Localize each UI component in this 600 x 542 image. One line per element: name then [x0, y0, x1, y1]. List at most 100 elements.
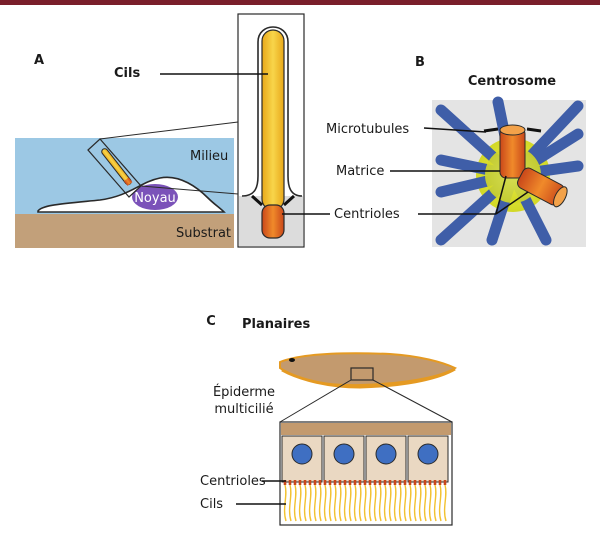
basal-body-mark — [323, 480, 327, 485]
basal-body-mark — [308, 480, 312, 485]
microtubules-pointer — [423, 127, 487, 133]
appendage-left — [483, 127, 499, 133]
basal-body-mark — [428, 480, 432, 485]
cilium-strand — [298, 484, 302, 522]
centriole-vertical-end — [499, 124, 526, 136]
basal-body-mark — [313, 480, 317, 485]
cell-nucleus — [417, 443, 439, 465]
planarian-eyespot — [289, 358, 295, 362]
cell-nucleus — [375, 443, 397, 465]
basal-body-mark — [343, 480, 347, 485]
microtubules-label: Microtubules — [326, 122, 409, 137]
basal-body-mark — [358, 480, 362, 485]
basal-body-mark — [438, 480, 442, 485]
basal-body-mark — [433, 480, 437, 485]
zoom-line-bottom — [140, 185, 239, 195]
cilium-strand — [328, 484, 332, 522]
epithelial-cells — [281, 435, 449, 483]
multicilia — [283, 484, 447, 522]
centrioles-label-c: Centrioles — [200, 474, 266, 489]
basal-body-mark — [298, 480, 302, 485]
cilium-strand — [283, 484, 287, 522]
transition-fiber-left — [250, 194, 264, 207]
tissue-layer — [281, 423, 451, 435]
matrix-label: Matrice — [336, 164, 384, 179]
cilium-strand — [418, 484, 422, 522]
cilium-strand — [438, 484, 442, 522]
basal-body-mark — [378, 480, 382, 485]
cilium-strand — [303, 484, 307, 522]
basal-body-mark — [338, 480, 342, 485]
cilium-strand — [373, 484, 377, 522]
basal-body-mark — [283, 480, 287, 485]
basal-body-mark — [368, 480, 372, 485]
cilium-strand — [348, 484, 352, 522]
planarian-zoom-box — [350, 367, 374, 381]
cell-nucleus — [291, 443, 313, 465]
zoom-line-right — [372, 379, 453, 423]
cilium-strand — [368, 484, 372, 522]
basal-body-mark — [373, 480, 377, 485]
basal-body-mark — [318, 480, 322, 485]
axoneme — [261, 29, 285, 211]
basal-body-mark — [363, 480, 367, 485]
panel-c-badge — [200, 309, 222, 331]
panel-a: A Noyau Milieu Substrat Cils — [15, 13, 400, 248]
basal-body-mark — [418, 480, 422, 485]
nucleus-label: Noyau — [134, 191, 176, 206]
cell-nucleus — [333, 443, 355, 465]
cilium-strand — [323, 484, 327, 522]
basal-body-mark — [293, 480, 297, 485]
cilium-strand — [313, 484, 317, 522]
basal-body-mark — [443, 480, 447, 485]
cilium-strand — [333, 484, 337, 522]
cilium-strand — [343, 484, 347, 522]
cilium-strand — [408, 484, 412, 522]
panel-b: B Centrosome Microtubules — [326, 50, 586, 247]
epidermis-label-line1: Épiderme — [213, 384, 275, 400]
basal-body-mark — [383, 480, 387, 485]
cilium-strand — [378, 484, 382, 522]
nucleus — [132, 184, 178, 210]
panel-b-letter: B — [415, 55, 425, 70]
zoom-line-left — [279, 379, 352, 423]
planarian-ventral-edge — [281, 367, 456, 389]
cilium-strand — [443, 484, 447, 522]
basal-body-mark — [353, 480, 357, 485]
cilium-strand — [363, 484, 367, 522]
basal-body-mark — [333, 480, 337, 485]
basal-body-mark — [393, 480, 397, 485]
basal-body-mark — [348, 480, 352, 485]
top-bar — [0, 0, 600, 5]
panel-b-badge — [409, 50, 431, 72]
cilium-strand — [393, 484, 397, 522]
centrioles-pointer-b-1 — [495, 175, 507, 215]
panel-a-letter: A — [34, 53, 44, 68]
basal-body-mark — [398, 480, 402, 485]
cilium-strand — [308, 484, 312, 522]
cilium-strand — [388, 484, 392, 522]
zoom-line-top — [99, 121, 239, 140]
cilium-strand — [288, 484, 292, 522]
basal-body-mark — [388, 480, 392, 485]
small-cilium — [101, 148, 133, 186]
basal-body-mark — [413, 480, 417, 485]
panel-c-letter: C — [206, 314, 216, 329]
basal-body-mark — [423, 480, 427, 485]
centriole-tilted — [517, 167, 568, 208]
cilium-strand — [423, 484, 427, 522]
substrate-label: Substrat — [176, 226, 231, 241]
substrate-region — [15, 214, 234, 248]
medium-label: Milieu — [190, 149, 228, 164]
cilium-strand — [428, 484, 432, 522]
cilium-strand — [353, 484, 357, 522]
cilium-strand — [383, 484, 387, 522]
panel-a-title: Cils — [114, 66, 140, 81]
cilium-strand — [398, 484, 402, 522]
panel-c-title: Planaires — [242, 317, 310, 332]
cilium-strand — [358, 484, 362, 522]
basal-body-mark — [288, 480, 292, 485]
basal-body — [261, 204, 285, 239]
